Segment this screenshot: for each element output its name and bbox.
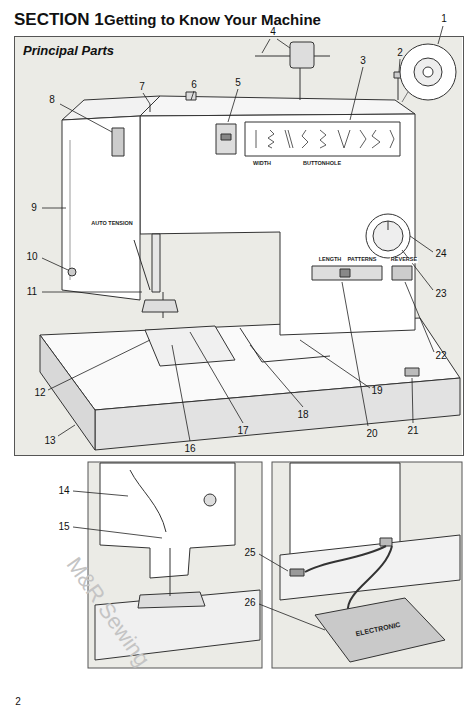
callout-number: 9	[31, 203, 37, 213]
control-label: WIDTH	[252, 161, 272, 167]
callout-number: 16	[184, 444, 195, 454]
control-label: AUTO TENSION	[90, 221, 133, 227]
page-number: 2	[15, 697, 21, 707]
section-number: SECTION 1	[14, 11, 104, 28]
callout-number: 3	[360, 56, 366, 66]
callout-number: 10	[26, 252, 37, 262]
callout-number: 6	[191, 80, 197, 90]
callout-number: 23	[435, 289, 446, 299]
control-label: REVERSE	[390, 257, 418, 263]
callout-number: 13	[44, 436, 55, 446]
control-label: LENGTH	[318, 257, 343, 263]
callout-number: 21	[407, 426, 418, 436]
panel-heading: Principal Parts	[15, 37, 463, 65]
callout-number: 25	[244, 548, 255, 558]
callout-number: 8	[49, 95, 55, 105]
callout-number: 5	[235, 78, 241, 88]
callout-number: 2	[397, 48, 403, 58]
callout-number: 18	[297, 410, 308, 420]
callout-number: 19	[371, 386, 382, 396]
callout-number: 17	[237, 426, 248, 436]
callout-number: 1	[441, 14, 447, 24]
machine-drawing	[40, 42, 460, 450]
callout-number: 20	[366, 429, 377, 439]
callout-number: 11	[27, 287, 37, 297]
callout-number: 22	[435, 351, 446, 361]
control-label: BUTTONHOLE	[302, 161, 342, 167]
callout-number: 24	[435, 249, 446, 259]
callout-number: 4	[270, 27, 276, 37]
control-label: PATTERNS	[347, 257, 378, 263]
principal-parts-panel: Principal Parts	[14, 36, 464, 456]
leader-lines	[42, 26, 443, 630]
detail-drawing	[95, 463, 460, 662]
section-title: Getting to Know Your Machine	[104, 12, 321, 27]
callout-number: 26	[244, 598, 255, 608]
callout-number: 7	[139, 82, 145, 92]
callout-number: 12	[34, 388, 45, 398]
callout-number: 15	[58, 522, 69, 532]
detail-panel	[272, 462, 462, 668]
callout-number: 14	[58, 486, 69, 496]
panel-ground	[14, 36, 462, 456]
